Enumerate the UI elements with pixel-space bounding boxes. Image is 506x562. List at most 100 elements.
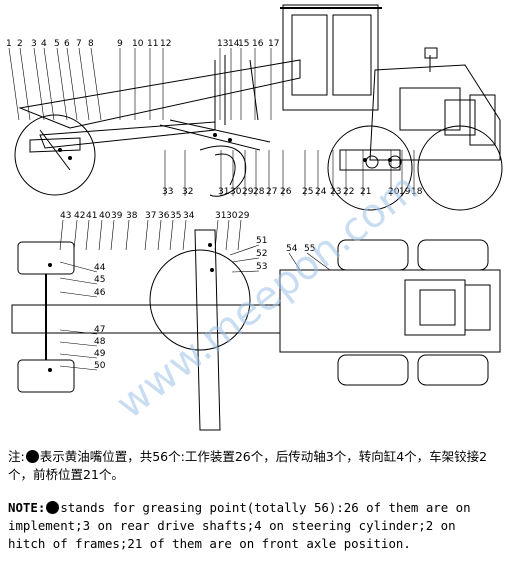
callout-11: 11 <box>147 39 158 49</box>
callout-49: 49 <box>94 349 106 359</box>
callout-leader-39 <box>110 219 115 251</box>
callout-15: 15 <box>238 39 249 49</box>
callout-leader-42 <box>73 219 78 251</box>
callout-leader-38 <box>125 219 130 251</box>
front-left-tire <box>17 241 75 275</box>
note-cn-prefix: 注: <box>8 449 25 464</box>
cab <box>282 4 379 111</box>
grease-point-icon <box>25 450 39 463</box>
callout-leader-31 <box>214 219 219 251</box>
callout-30: 30 <box>230 187 242 197</box>
callout-28: 28 <box>253 187 265 197</box>
callout-leader-43 <box>59 219 64 251</box>
front-axle-detail-circle <box>14 114 96 196</box>
callout-6: 6 <box>64 39 70 49</box>
callout-34: 34 <box>183 211 195 221</box>
callouts-plan-right: 51 52 53 54 55 <box>229 236 331 273</box>
callout-54: 54 <box>286 244 298 254</box>
callout-leader-30 <box>225 219 230 251</box>
callout-46: 46 <box>94 288 106 298</box>
callout-53: 53 <box>256 262 267 272</box>
callout-52: 52 <box>256 249 267 259</box>
callout-45: 45 <box>94 275 105 285</box>
callout-5: 5 <box>54 39 60 49</box>
callout-26: 26 <box>280 187 292 197</box>
callout-leader-45 <box>59 277 98 285</box>
callout-20: 20 <box>388 187 400 197</box>
front-right-tire <box>17 359 75 393</box>
callout-7: 7 <box>76 39 82 49</box>
callout-leader-5 <box>56 47 68 121</box>
callout-leader-49 <box>59 353 98 359</box>
callout-39: 39 <box>111 211 123 221</box>
callout-25: 25 <box>302 187 313 197</box>
callout-14: 14 <box>228 39 240 49</box>
grease-points <box>48 133 392 372</box>
callout-50: 50 <box>94 361 106 371</box>
note-chinese: 注:表示黄油嘴位置，共56个:工作装置26个，后传动轴3个，转向缸4个，车架铰接… <box>8 448 500 484</box>
watermark: www.meepon.com <box>108 165 427 428</box>
callout-leader-36 <box>157 219 162 251</box>
callout-37: 37 <box>145 211 156 221</box>
callout-leader-48 <box>59 341 98 347</box>
callout-43: 43 <box>60 211 71 221</box>
rear-wheel-right-circle <box>417 125 503 211</box>
callout-9: 9 <box>117 39 123 49</box>
callout-32: 32 <box>182 187 193 197</box>
callout-leader-2 <box>19 47 31 121</box>
callout-12: 12 <box>160 39 171 49</box>
callout-48: 48 <box>94 337 106 347</box>
callout-35: 35 <box>170 211 181 221</box>
callout-42: 42 <box>74 211 85 221</box>
callout-38: 38 <box>126 211 138 221</box>
callout-51: 51 <box>256 236 267 246</box>
callout-leader-34 <box>182 219 187 251</box>
callout-24: 24 <box>315 187 327 197</box>
callout-41: 41 <box>86 211 97 221</box>
callout-leader-55 <box>306 252 331 271</box>
callout-17: 17 <box>268 39 279 49</box>
callout-40: 40 <box>99 211 111 221</box>
note-cn-text: 表示黄油嘴位置，共56个:工作装置26个，后传动轴3个，转向缸4个，车架铰接2个… <box>8 449 488 482</box>
callout-22: 22 <box>343 187 354 197</box>
callout-2: 2 <box>17 39 23 49</box>
callout-leader-37 <box>144 219 149 251</box>
side-view <box>14 4 503 211</box>
callout-4: 4 <box>41 39 47 49</box>
callout-3: 3 <box>31 39 37 49</box>
callout-13: 13 <box>217 39 228 49</box>
callout-leader-52 <box>231 257 260 263</box>
callout-leader-50 <box>59 365 98 371</box>
grease-point-icon <box>46 501 60 514</box>
note-en-prefix: NOTE: <box>8 500 46 515</box>
callout-1: 1 <box>6 39 12 49</box>
callout-leader-7 <box>78 47 90 121</box>
callout-leader-53 <box>231 270 260 273</box>
callout-23: 23 <box>330 187 341 197</box>
callout-55: 55 <box>304 244 315 254</box>
callout-36: 36 <box>158 211 170 221</box>
callout-10: 10 <box>132 39 144 49</box>
callout-29: 29 <box>242 187 254 197</box>
callout-leader-6 <box>66 47 78 121</box>
rear-wheel-detail-circle <box>327 125 413 211</box>
callout-leader-46 <box>59 291 98 298</box>
callout-31: 31 <box>218 187 229 197</box>
callout-29: 29 <box>238 211 250 221</box>
callout-leader-54 <box>288 252 301 271</box>
callout-leader-51 <box>229 244 260 256</box>
callout-leader-8 <box>90 47 102 121</box>
callout-leader-35 <box>169 219 174 251</box>
callout-leader-29 <box>237 219 242 251</box>
callout-33: 33 <box>162 187 173 197</box>
note-english: NOTE:stands for greasing point(totally 5… <box>8 499 500 553</box>
callout-30: 30 <box>226 211 238 221</box>
callout-27: 27 <box>266 187 277 197</box>
callout-21: 21 <box>360 187 371 197</box>
callout-leader-40 <box>98 219 103 251</box>
